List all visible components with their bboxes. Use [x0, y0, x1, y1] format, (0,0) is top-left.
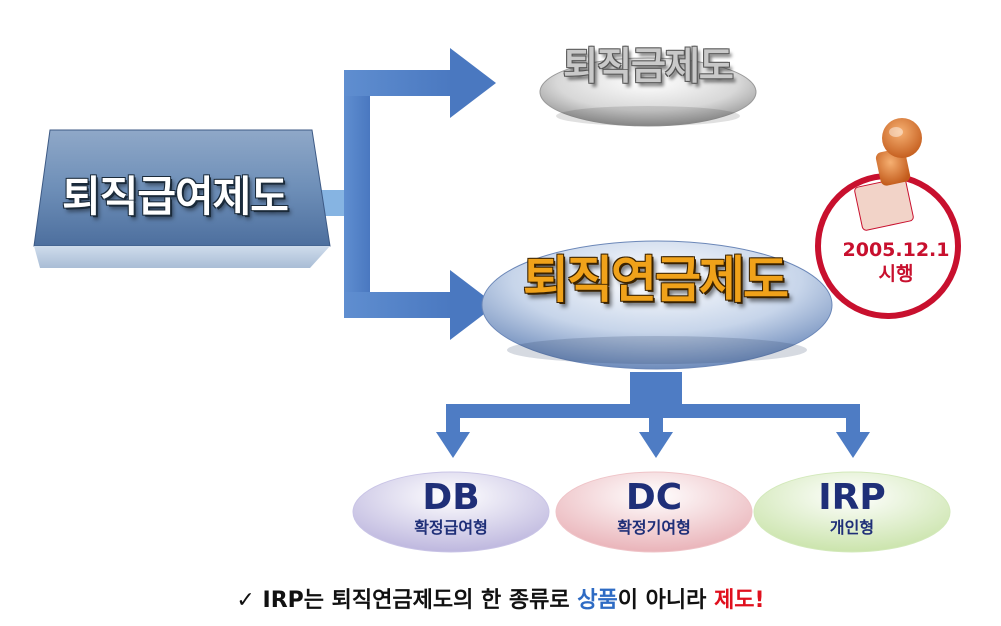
irp-ellipse [753, 471, 951, 553]
sub-node-dc: DC 확정기여형 [559, 470, 749, 560]
bottom-arrowhead [450, 270, 496, 340]
retirement-benefit-box: 퇴직급여제도 [30, 128, 340, 273]
footer-text-2: 이 아니라 [617, 588, 715, 613]
arrowhead-db [436, 432, 470, 458]
sub-node-label: 개인형 [829, 518, 875, 537]
arrowhead-irp [836, 432, 870, 458]
main-node-ellipse [481, 240, 833, 370]
rubber-stamp-icon [854, 118, 922, 231]
top-branch [344, 70, 454, 96]
trunk-block [630, 372, 682, 406]
branch-db [446, 404, 460, 440]
severance-pay-label: 퇴직금제도 [563, 43, 734, 88]
main-node-shadow [507, 336, 807, 364]
sub-node-irp: IRP 개인형 [757, 470, 947, 560]
sub-node-code: DC [625, 477, 683, 518]
retirement-pension-label: 퇴직연금제도 [523, 251, 789, 309]
sub-node-label: 확정기여형 [617, 518, 691, 537]
footer-highlight-blue: 상품 [577, 588, 618, 613]
footer-note: ✓ IRP는 퇴직연금제도의 한 종류로 상품이 아니라 제도! [0, 582, 1001, 614]
top-node-shadow [556, 106, 740, 126]
stamp-date: 2005.12.1 [842, 239, 950, 261]
arrowhead-dc [639, 432, 673, 458]
stamp-label: 시행 [878, 263, 914, 285]
footer-text-1: IRP는 퇴직연금제도의 한 종류로 [254, 588, 578, 613]
retirement-benefit-label: 퇴직급여제도 [62, 171, 289, 221]
stamp-text: 2005.12.1 시행 [826, 238, 966, 286]
footer-highlight-red: 제도! [714, 588, 765, 613]
top-arrowhead [450, 48, 496, 118]
sub-node-db: DB 확정급여형 [356, 470, 546, 560]
check-icon: ✓ [236, 588, 255, 613]
sub-node-code: DB [422, 477, 480, 518]
bottom-branch [344, 292, 454, 318]
db-ellipse [352, 471, 550, 553]
vertical-bar [344, 70, 370, 318]
sub-node-label: 확정급여형 [414, 518, 488, 537]
branch-dc [649, 404, 663, 440]
sub-node-code: IRP [818, 477, 886, 518]
top-node-ellipse [539, 57, 757, 127]
dc-ellipse [555, 471, 753, 553]
branch-irp [846, 404, 860, 440]
